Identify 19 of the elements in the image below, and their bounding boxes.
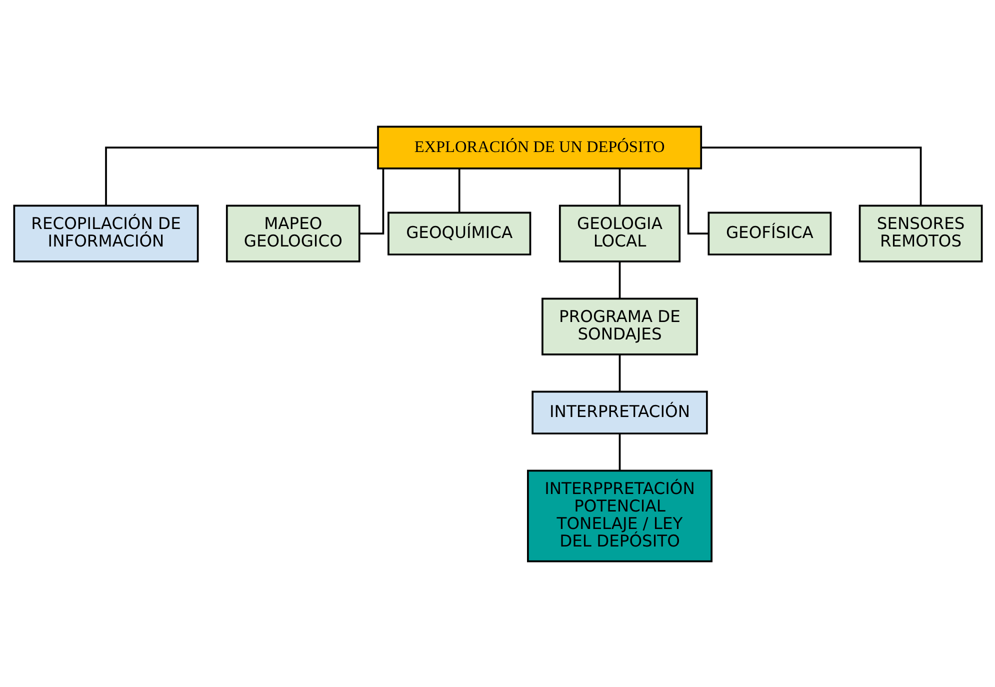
node-box: PROGRAMA DE SONDAJES — [541, 297, 698, 355]
node-box: GEOFÍSICA — [707, 211, 832, 255]
connector — [458, 168, 460, 212]
node-box: RECOPILACIÓN DE INFORMACIÓN — [12, 204, 198, 262]
node-box: GEOLOGIA LOCAL — [558, 204, 680, 262]
node-box: INTERPPRETACIÓN POTENCIAL TONELAJE / LEY DEL DEPÓSITO — [526, 469, 712, 562]
connector — [618, 354, 620, 391]
connector — [618, 260, 620, 298]
connector — [104, 146, 378, 205]
connector — [686, 168, 708, 234]
connector — [700, 146, 922, 205]
connector — [618, 168, 620, 205]
node-box: INTERPRETACIÓN — [531, 390, 708, 434]
connector — [359, 168, 384, 234]
connector — [618, 433, 620, 470]
node-box: SENSORES REMOTOS — [858, 204, 982, 262]
node-box: MAPEO GEOLOGICO — [225, 204, 360, 262]
node-box: GEOQUÍMICA — [387, 211, 531, 255]
node-box: EXPLORACIÓN DE UN DEPÓSITO — [376, 125, 702, 169]
